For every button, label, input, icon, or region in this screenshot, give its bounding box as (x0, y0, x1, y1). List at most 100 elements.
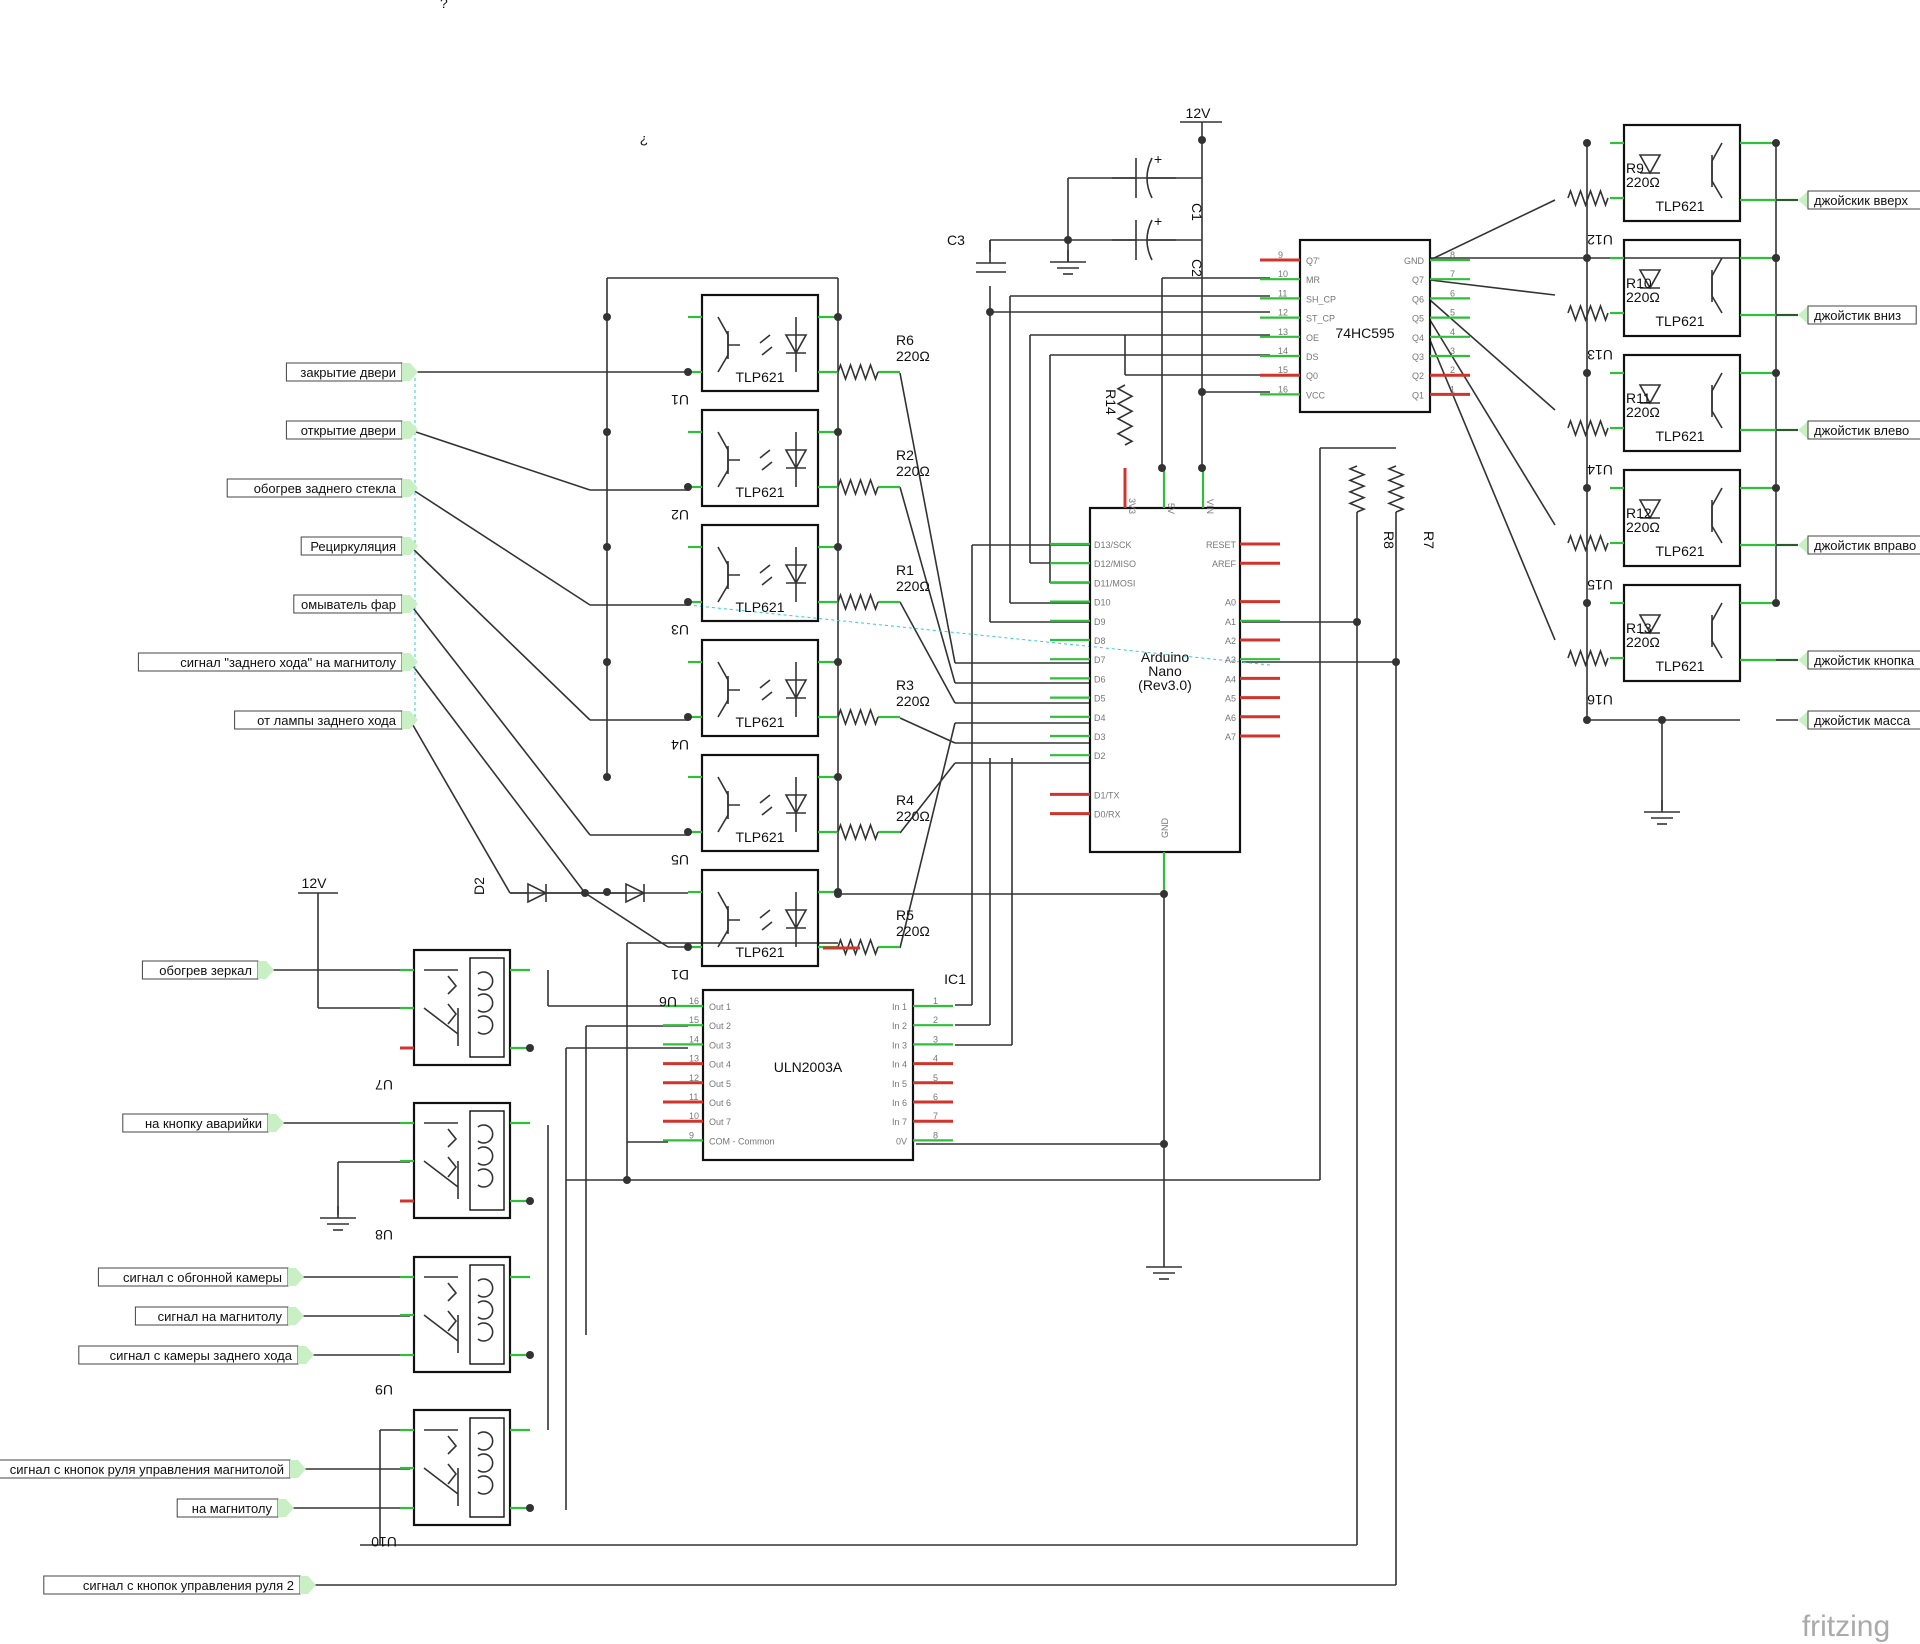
shift-right-pin-label: Q6 (1412, 294, 1424, 304)
resistor-R10 (1567, 303, 1609, 323)
uln-left-pin-num: 12 (689, 1073, 699, 1083)
opto-body (700, 753, 820, 853)
junction-dot (603, 543, 611, 551)
junction-dot (1772, 484, 1780, 492)
opto-body (1622, 353, 1742, 453)
relay-flag-8: сигнал с кнопок управления руля 2 (43, 1575, 316, 1595)
junction-dot (986, 308, 994, 316)
junction-dot (1583, 716, 1591, 724)
res-label-R9: R9 (1626, 160, 1644, 176)
transistor-symbol (717, 546, 740, 603)
ground-symbol (1644, 800, 1680, 825)
junction-dot (684, 713, 692, 721)
opto-part-label: TLP621 (735, 484, 784, 500)
contact-switch (423, 1467, 459, 1506)
junction-dot (526, 1504, 534, 1512)
opto-part-label: TLP621 (735, 599, 784, 615)
resistor-r8 (1347, 465, 1367, 513)
arduino-left-pin-label: D13/SCK (1094, 540, 1132, 550)
uln-right-pin-num: 1 (933, 996, 938, 1006)
uln-right-pin-num: 7 (933, 1111, 938, 1121)
arduino-right-pin-label: A3 (1225, 655, 1236, 665)
junction-dot (1772, 599, 1780, 607)
shift-left-pin-label: ST_CP (1306, 314, 1335, 324)
output-label-text: джойстик масса (1814, 713, 1911, 728)
opto-body (1622, 468, 1742, 568)
optocoupler-left-3: TLP621 (688, 523, 900, 623)
relay-label-text: обогрев зеркал (159, 963, 252, 978)
cap-c3-label: C3 (947, 232, 965, 248)
opto-ref-U1: U1 (671, 392, 689, 408)
opto-body (1622, 238, 1742, 338)
junction-dot (526, 1197, 534, 1205)
transistor-symbol (717, 431, 740, 488)
relay-flag-5: сигнал с камеры заднего хода (78, 1345, 314, 1365)
shift-left-pin-label: Q0 (1306, 371, 1318, 381)
relay-2 (400, 1101, 530, 1220)
plus-sign: + (1154, 151, 1162, 167)
input-flag-4: Рециркуляция (300, 536, 418, 556)
res-label-R4: R4 (896, 792, 914, 808)
shift-name: 74HC595 (1335, 325, 1394, 341)
arduino-top-pin-label: 5V (1166, 503, 1176, 514)
resistor-R3 (837, 707, 879, 727)
output-label-text: джойскик вверх (1814, 193, 1909, 208)
opto-body (700, 868, 820, 968)
opto-part-label: TLP621 (735, 944, 784, 960)
arduino-left-pin-label: D4 (1094, 713, 1106, 723)
uln-right-pin-num: 5 (933, 1073, 938, 1083)
components-layer: ++TLP621TLP621TLP621TLP621TLP621TLP621TL… (298, 121, 1798, 1527)
res-label-R6: R6 (896, 332, 914, 348)
junction-dot (603, 428, 611, 436)
output-label-text: джойстик влево (1814, 423, 1909, 438)
res-label-R12: R12 (1626, 505, 1652, 521)
coil-turn (477, 971, 494, 991)
arduino-left-pin-label: D2 (1094, 751, 1106, 761)
output-label-text: джойстик вниз (1814, 308, 1901, 323)
relay-label-text: сигнал с кнопок руля управления магнитол… (10, 1462, 284, 1477)
mark-question-rotated: ? (640, 133, 648, 149)
shift-right-pin-label: Q1 (1412, 390, 1424, 400)
led-symbol (1638, 614, 1662, 635)
light-arrows (759, 334, 773, 356)
input-flag-2: открытие двери (285, 420, 418, 440)
transistor-symbol (1711, 372, 1723, 429)
shift-right-pin-label: Q2 (1412, 371, 1424, 381)
uln-left-pin-label: Out 1 (709, 1002, 731, 1012)
transistor-symbol (1711, 142, 1723, 199)
junction-dot (526, 1044, 534, 1052)
junction-dot (603, 313, 611, 321)
arduino-right-pin-label: AREF (1212, 559, 1237, 569)
opto-ref-U4: U4 (671, 737, 689, 753)
junction-dot (684, 943, 692, 951)
contact-switch (423, 1160, 459, 1199)
arduino-left-pin-label: D7 (1094, 655, 1106, 665)
arduino-left-pin-label: D6 (1094, 674, 1106, 684)
optocoupler-left-1: TLP621 (688, 293, 900, 393)
coil-turn (477, 1146, 494, 1166)
junction-dot (623, 1176, 631, 1184)
res-r7-label: R7 (1421, 531, 1437, 549)
shift-left-pin-num: 11 (1278, 288, 1287, 298)
arduino-right-pin-label: A7 (1225, 732, 1236, 742)
uln-right-pin-num: 4 (933, 1054, 938, 1064)
output-flag-2: джойстик вниз (1776, 305, 1917, 325)
arduino-left-pin-label: D11/MOSI (1094, 578, 1135, 588)
uln-right-pin-num: 6 (933, 1092, 938, 1102)
static-wiring (258, 122, 1777, 1586)
light-arrows (759, 679, 773, 701)
input-label-text: от лампы заднего хода (257, 713, 397, 728)
shift-right-pin-num: 7 (1450, 269, 1455, 279)
relay-flag-4: сигнал на магнитолу (134, 1306, 304, 1326)
resistor-R12 (1567, 533, 1609, 553)
res-r8-label: R8 (1381, 531, 1397, 549)
relay-body (412, 1255, 512, 1374)
arduino-left-pin-label: D5 (1094, 694, 1106, 704)
shift-left-pin-num: 13 (1278, 327, 1288, 337)
res-label-R5: R5 (896, 907, 914, 923)
led-symbol (1638, 499, 1662, 520)
relay-label-text: сигнал с камеры заднего хода (110, 1348, 293, 1363)
shift-left-pin-num: 10 (1278, 269, 1288, 279)
optocoupler-left-2: TLP621 (688, 408, 900, 508)
uln-left-pin-num: 10 (689, 1111, 699, 1121)
